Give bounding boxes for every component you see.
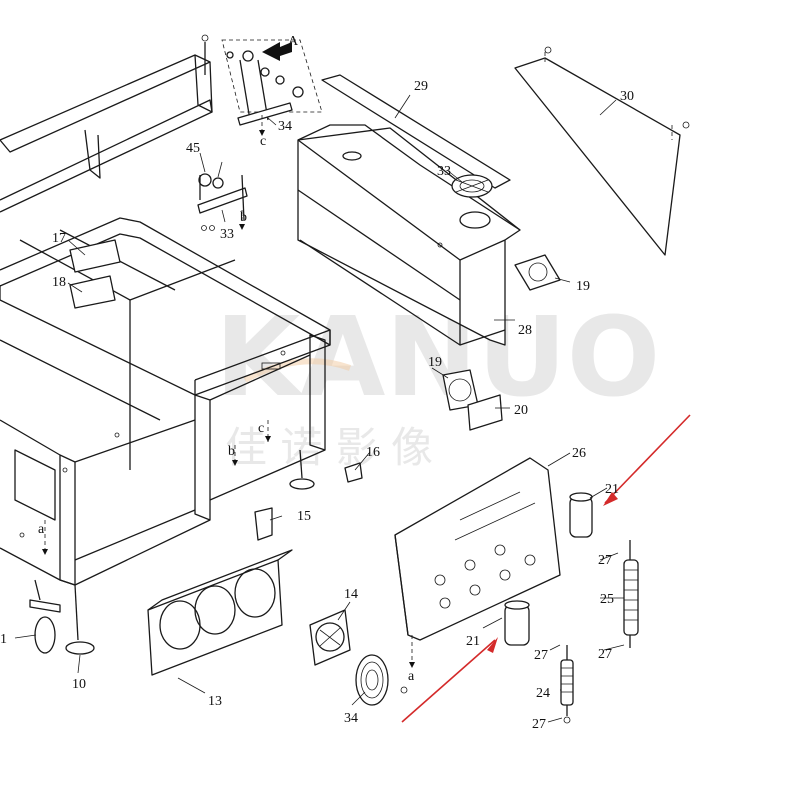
flow-indicators: a a b c b c — [38, 115, 415, 684]
callout-25-a: 27 — [598, 553, 612, 568]
callout-14: 14 — [344, 587, 358, 602]
cabinet-26 — [297, 124, 521, 346]
callout-25-b: 27 — [598, 647, 612, 662]
callout-1: 1 — [0, 632, 7, 647]
callout-20: 20 — [514, 403, 528, 418]
callout-27: 29 — [414, 79, 428, 94]
callout-19-upper: 19 — [576, 279, 590, 294]
callout-16: 16 — [366, 445, 380, 460]
bracket-20 — [467, 394, 503, 431]
flow-label-a-left: a — [38, 522, 45, 537]
fan-guard-34 — [355, 654, 408, 706]
callout-21-lower: 21 — [466, 634, 480, 649]
valve-assembly-29 — [197, 173, 248, 231]
main-frame — [0, 54, 331, 655]
manifold-30 — [201, 34, 323, 126]
flow-label-b-frame: b — [228, 444, 235, 459]
highlight-arrows — [401, 414, 691, 723]
callout-29: 33 — [220, 227, 234, 242]
bracket-15 — [254, 507, 273, 541]
callout-22: 24 — [536, 686, 550, 701]
callout-21-upper: 21 — [605, 482, 619, 497]
fan-33 — [451, 174, 493, 198]
plate-24 — [394, 457, 561, 641]
watermark-chinese: 佳 诺 影 像 — [225, 423, 433, 472]
hose-22 — [560, 645, 574, 724]
callout-labels: A 29 30 33 34 45 33 28 19 19 20 26 21 21… — [0, 34, 634, 732]
callout-35: 45 — [186, 141, 200, 156]
callout-13: 13 — [208, 694, 222, 709]
watermark: KANUO 佳 诺 影 像 — [215, 293, 660, 472]
watermark-latin: KANUO — [215, 293, 660, 421]
callout-24: 26 — [572, 446, 586, 461]
view-label-a: A — [288, 34, 299, 49]
lid-27 — [321, 74, 511, 189]
callout-23: 25 — [600, 592, 614, 607]
accumulator-21-upper — [569, 492, 593, 538]
callout-10: 10 — [72, 677, 86, 692]
callout-26: 28 — [518, 323, 532, 338]
callout-34: 34 — [344, 711, 358, 726]
callout-33: 33 — [437, 164, 451, 179]
callout-25-d: 27 — [532, 717, 546, 732]
flow-label-b-valve: b — [240, 210, 247, 225]
fan-19-upper — [514, 254, 561, 291]
callout-19-lower: 19 — [428, 355, 442, 370]
fan-14 — [309, 609, 351, 666]
callout-15: 15 — [297, 509, 311, 524]
callout-25-c: 27 — [534, 648, 548, 663]
louver-panel-13 — [147, 549, 293, 676]
flow-label-c-manifold: c — [260, 134, 266, 149]
callout-17: 17 — [52, 231, 66, 246]
callout-28: 30 — [620, 89, 634, 104]
callout-18: 18 — [52, 275, 66, 290]
view-arrow-a — [262, 42, 292, 61]
callout-30: 34 — [278, 119, 292, 134]
hose-23 — [623, 540, 639, 648]
flow-label-a-right: a — [408, 669, 415, 684]
panel-28 — [514, 46, 690, 256]
part-16 — [344, 462, 363, 483]
flow-label-c-frame: c — [258, 421, 264, 436]
leader-lines — [14, 94, 625, 723]
accumulator-21-lower — [504, 600, 530, 646]
